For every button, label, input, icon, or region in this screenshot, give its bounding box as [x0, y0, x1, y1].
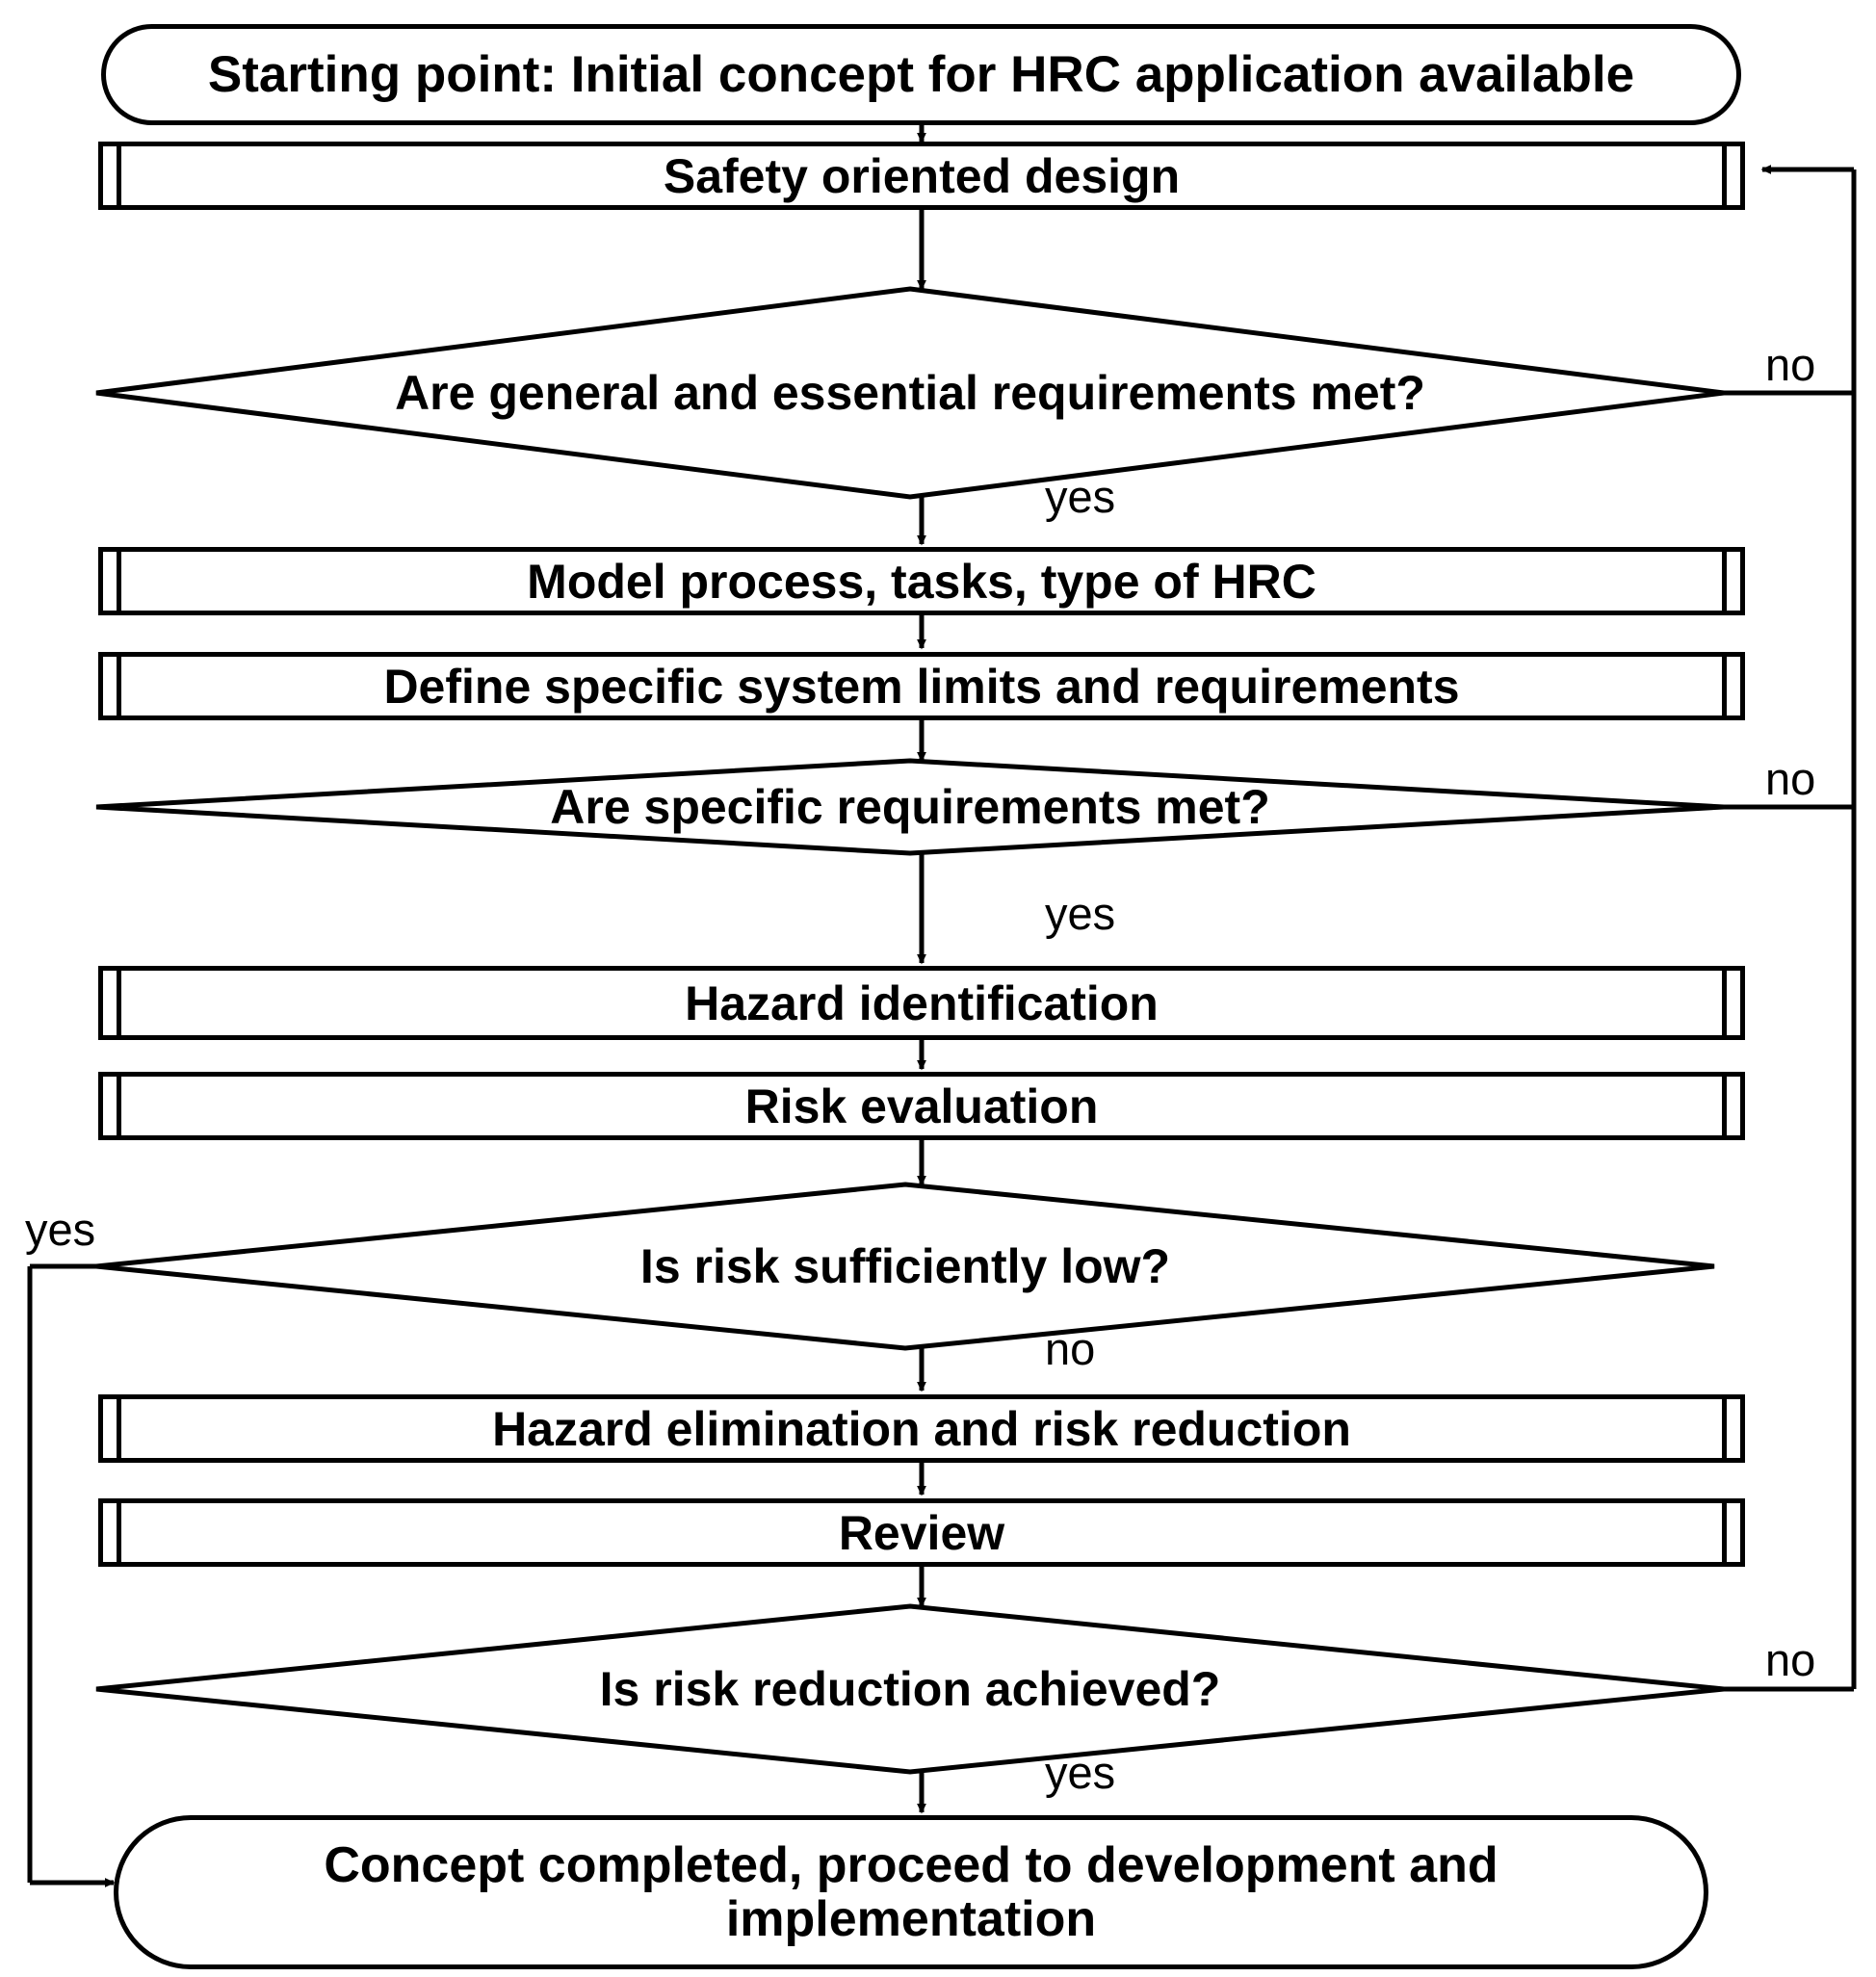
- node-review[interactable]: Review: [98, 1498, 1745, 1567]
- edge-label-risk-reduction-no: no: [1765, 1634, 1816, 1685]
- edge-label-risk-low-no: no: [1045, 1323, 1096, 1374]
- node-specific-requirements-decision[interactable]: Are specific requirements met?: [95, 758, 1725, 856]
- node-risk-reduction-achieved-decision[interactable]: Is risk reduction achieved?: [95, 1603, 1725, 1775]
- node-define-limits-label: Define specific system limits and requir…: [383, 659, 1460, 714]
- node-define-limits[interactable]: Define specific system limits and requir…: [98, 652, 1745, 720]
- node-review-label: Review: [838, 1505, 1005, 1560]
- node-model-process[interactable]: Model process, tasks, type of HRC: [98, 547, 1745, 615]
- edge-label-specific-req-yes: yes: [1045, 888, 1116, 939]
- node-specific-requirements-label: Are specific requirements met?: [550, 780, 1270, 834]
- node-risk-evaluation[interactable]: Risk evaluation: [98, 1072, 1745, 1140]
- node-risk-reduction-achieved-label: Is risk reduction achieved?: [599, 1662, 1221, 1716]
- node-general-requirements-label: Are general and essential requirements m…: [395, 366, 1425, 420]
- edge-label-general-req-yes: yes: [1045, 471, 1116, 522]
- edge-label-general-req-no: no: [1765, 339, 1816, 390]
- node-hazard-identification[interactable]: Hazard identification: [98, 966, 1745, 1040]
- edge-label-specific-req-no: no: [1765, 753, 1816, 804]
- node-risk-sufficiently-low-label: Is risk sufficiently low?: [639, 1239, 1171, 1293]
- node-end-terminal[interactable]: Concept completed, proceed to developmen…: [114, 1815, 1708, 1969]
- node-hazard-identification-label: Hazard identification: [685, 975, 1159, 1030]
- node-general-requirements-decision[interactable]: Are general and essential requirements m…: [95, 286, 1725, 500]
- node-risk-evaluation-label: Risk evaluation: [744, 1079, 1099, 1133]
- node-model-process-label: Model process, tasks, type of HRC: [527, 554, 1316, 609]
- node-start-terminal[interactable]: Starting point: Initial concept for HRC …: [101, 24, 1741, 125]
- node-safety-oriented-design[interactable]: Safety oriented design: [98, 142, 1745, 210]
- node-hazard-elimination-label: Hazard elimination and risk reduction: [492, 1401, 1351, 1456]
- node-start-label: Starting point: Initial concept for HRC …: [207, 45, 1635, 103]
- edge-label-risk-low-yes: yes: [25, 1204, 96, 1255]
- node-safety-oriented-design-label: Safety oriented design: [663, 148, 1181, 203]
- node-hazard-elimination[interactable]: Hazard elimination and risk reduction: [98, 1394, 1745, 1463]
- node-risk-sufficiently-low-decision[interactable]: Is risk sufficiently low?: [95, 1182, 1715, 1351]
- node-end-label: Concept completed, proceed to developmen…: [324, 1836, 1498, 1947]
- edge-label-risk-reduction-yes: yes: [1045, 1747, 1116, 1798]
